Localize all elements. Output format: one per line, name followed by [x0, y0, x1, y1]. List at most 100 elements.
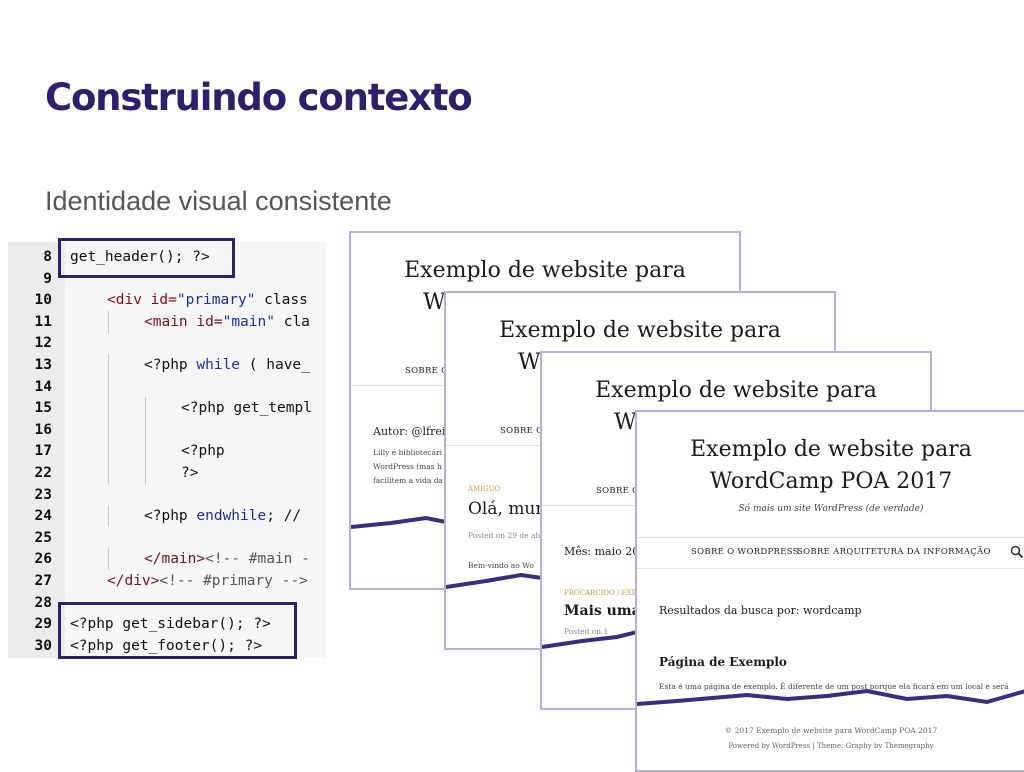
nav-item-sobre-wordpress: SOBRE O WORDPRESS — [691, 547, 799, 557]
line-number: 28 — [34, 594, 52, 611]
site-title-line2: WordCamp POA 2017 — [709, 469, 953, 494]
code-line: 24 <?php endwhile; // — [8, 505, 326, 528]
code-token: id= — [196, 313, 223, 330]
post-title: Página de Exemplo — [659, 655, 787, 669]
post-excerpt: Esta é uma página de exemplo. É diferent… — [659, 682, 1009, 691]
code-token: get_header(); ?> — [70, 249, 210, 265]
author-heading: Autor: @lfreit — [373, 425, 450, 438]
code-token: </main> — [144, 551, 206, 568]
code-token: </div> — [107, 573, 160, 589]
code-line: 22 ?> — [8, 462, 326, 484]
post-meta: Posted on 1 — [564, 627, 609, 636]
code-text: <?php get_templ — [181, 397, 312, 419]
indent-guide — [145, 462, 146, 484]
site-title-line2: W — [614, 410, 637, 435]
indent-guide — [108, 310, 109, 333]
code-text: <div id="primary" class — [107, 289, 308, 311]
line-number: 26 — [34, 551, 52, 568]
indent-guide — [108, 462, 109, 484]
code-line: 9 — [8, 268, 326, 290]
code-token: <?php — [144, 508, 197, 525]
code-token: cla — [274, 313, 310, 330]
post-category: PROCARCIDO / EXE — [564, 589, 637, 597]
site-title-line2: W — [518, 350, 541, 375]
code-token: "main" — [222, 313, 275, 330]
code-token: "primary" — [176, 292, 256, 309]
author-bio-3: facilitem a vida da — [373, 476, 444, 485]
indent-guide — [108, 548, 109, 571]
indent-guide — [108, 397, 109, 420]
code-line: 11 <main id="main" cla — [8, 310, 326, 333]
code-token: <main — [144, 313, 197, 330]
code-token: <?php get_sidebar(); ?> — [70, 616, 271, 633]
post-body: Bem-vindo ao Wo — [468, 561, 534, 570]
search-icon — [1010, 545, 1024, 559]
code-line: 13 <?php while ( have_ — [8, 354, 326, 376]
line-number: 16 — [34, 421, 52, 438]
footer-copyright: © 2017 Exemplo de website para WordCamp … — [724, 726, 938, 735]
code-token: ; // — [266, 508, 302, 525]
line-number: 30 — [34, 637, 52, 654]
code-line: 27</div><!-- #primary --> — [8, 570, 326, 592]
site-title-line1: Exemplo de website para — [404, 258, 686, 283]
line-number: 10 — [34, 292, 52, 309]
archive-heading: Mês: maio 201 — [564, 545, 647, 558]
site-title-line1: Exemplo de website para — [690, 437, 972, 462]
code-token: while — [196, 357, 241, 373]
line-number: 11 — [34, 313, 52, 330]
line-number: 23 — [34, 486, 52, 503]
line-number: 24 — [34, 508, 52, 525]
line-number: 25 — [34, 529, 52, 546]
site-tagline: Só mais um site WordPress (de verdade) — [738, 504, 924, 514]
site-title-line1: Exemplo de website para — [595, 378, 877, 403]
line-number-gutter — [8, 242, 65, 658]
indent-guide — [108, 440, 109, 463]
post-heading: Olá, mun — [468, 499, 547, 519]
line-number: 22 — [34, 465, 52, 481]
code-line: 8 get_header(); ?> — [8, 246, 326, 268]
line-number: 8 — [43, 249, 52, 265]
line-number: 13 — [34, 357, 52, 373]
line-number: 29 — [34, 616, 52, 633]
code-line: 30 <?php get_footer(); ?> — [8, 635, 326, 657]
code-line: 28 — [8, 592, 326, 614]
line-number: 12 — [34, 335, 52, 352]
site-title-line2: W — [423, 290, 446, 315]
indent-guide — [108, 418, 109, 441]
nav-item-sobre: SOBRE O W — [405, 366, 461, 376]
code-line: 29 <?php get_sidebar(); ?> — [8, 613, 326, 635]
indent-guide — [145, 397, 146, 420]
code-token: ( have_ — [240, 357, 310, 373]
slide-title: Construindo contexto — [45, 76, 473, 119]
code-line: 15<?php get_templ — [8, 397, 326, 420]
code-line: 12 — [8, 332, 326, 354]
line-number: 14 — [34, 378, 52, 395]
torn-edge-wave — [542, 630, 638, 649]
post-meta: Posted on 29 de abr — [468, 531, 544, 540]
code-text: <main id="main" cla — [144, 311, 310, 333]
author-bio-1: Lilly é bibliotecári — [373, 448, 443, 457]
indent-guide — [145, 418, 146, 441]
line-number: 9 — [43, 270, 52, 287]
code-editor-panel: 8 get_header(); ?> 9 10 <div id="primary" cl… — [8, 242, 326, 658]
code-token: <?php — [144, 357, 197, 373]
code-line: 16 — [8, 418, 326, 441]
code-text: </main><!-- #main - — [144, 548, 310, 570]
code-line: 17<?php — [8, 440, 326, 463]
highlight-box-header — [58, 238, 235, 278]
code-text: </div><!-- #primary --> — [107, 570, 308, 592]
code-line: 10 <div id="primary" class — [8, 289, 326, 311]
code-text: <?php get_footer(); ?> — [70, 635, 262, 657]
code-token: endwhile — [196, 508, 267, 525]
code-token: id= — [150, 292, 177, 309]
code-token: ?> — [181, 465, 199, 481]
code-line: 14 — [8, 375, 326, 398]
code-text: <?php endwhile; // — [144, 505, 301, 527]
indent-guide — [108, 375, 109, 398]
indent-guide — [108, 354, 109, 376]
search-results-heading: Resultados da busca por: wordcamp — [659, 604, 862, 617]
post-heading: Mais uma n — [564, 603, 656, 619]
code-line: 25 — [8, 527, 326, 549]
torn-edge-wave — [637, 688, 1024, 706]
highlight-box-sidebar-footer — [58, 602, 297, 659]
